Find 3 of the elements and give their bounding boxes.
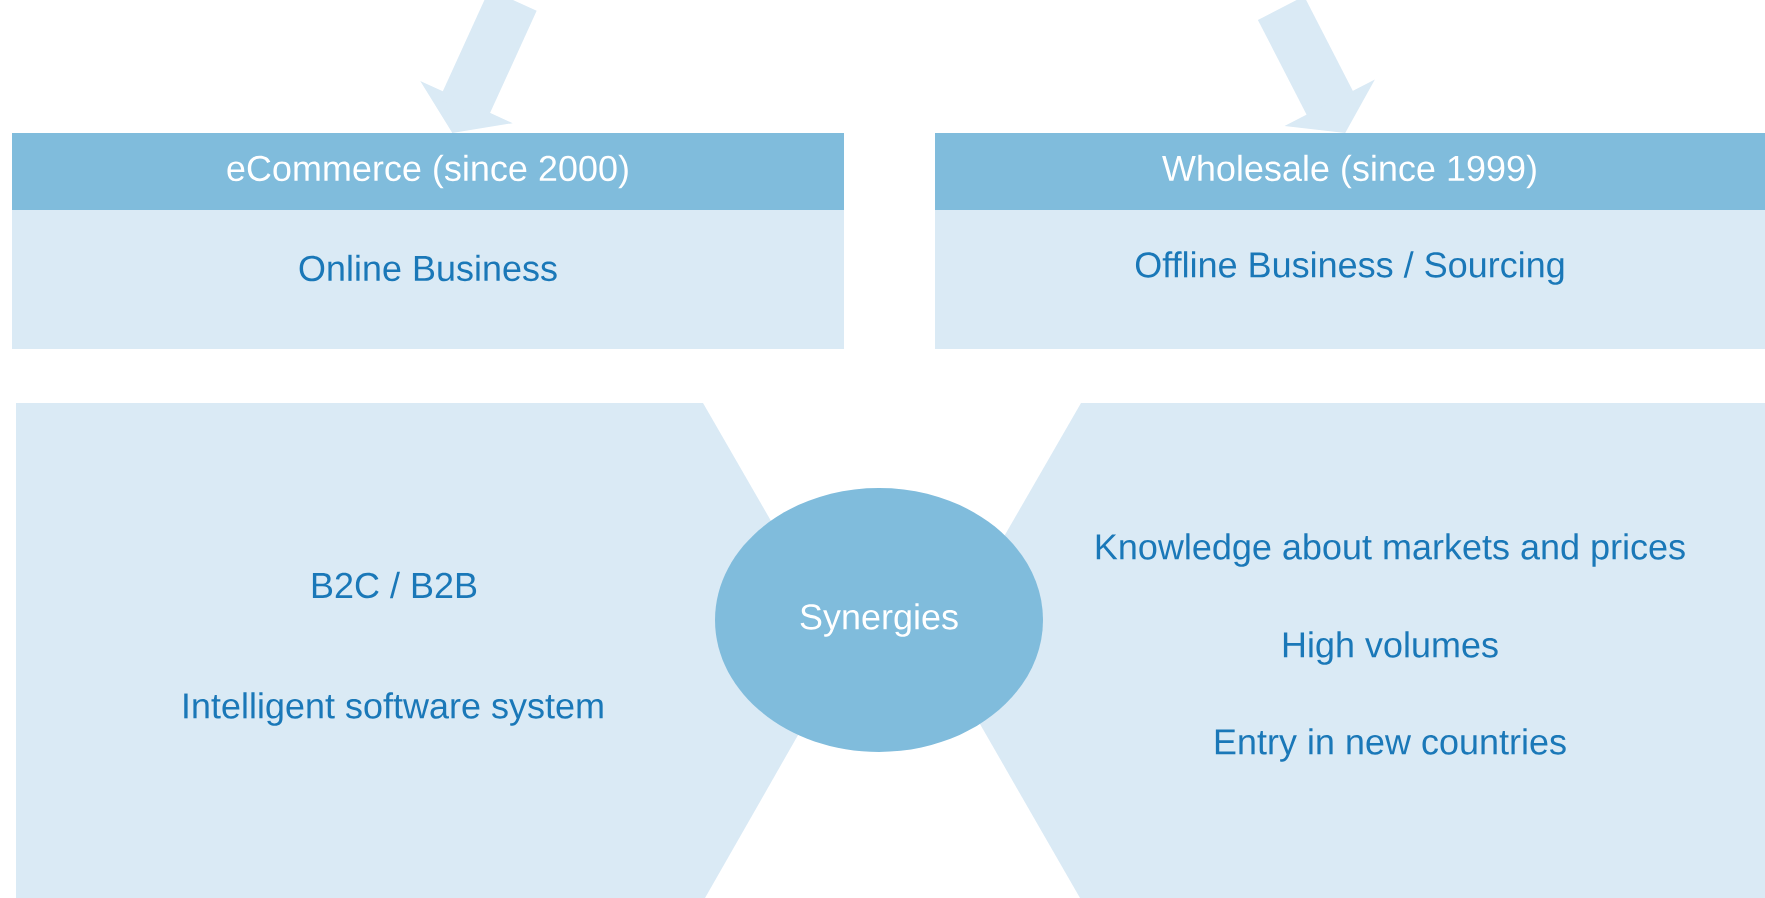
titled-box: Wholesale (since 1999) Offline Business / Sourcing <box>935 133 1765 349</box>
titled-box: eCommerce (since 2000) Online Business <box>12 133 844 349</box>
block-arrow <box>1257 0 1375 133</box>
